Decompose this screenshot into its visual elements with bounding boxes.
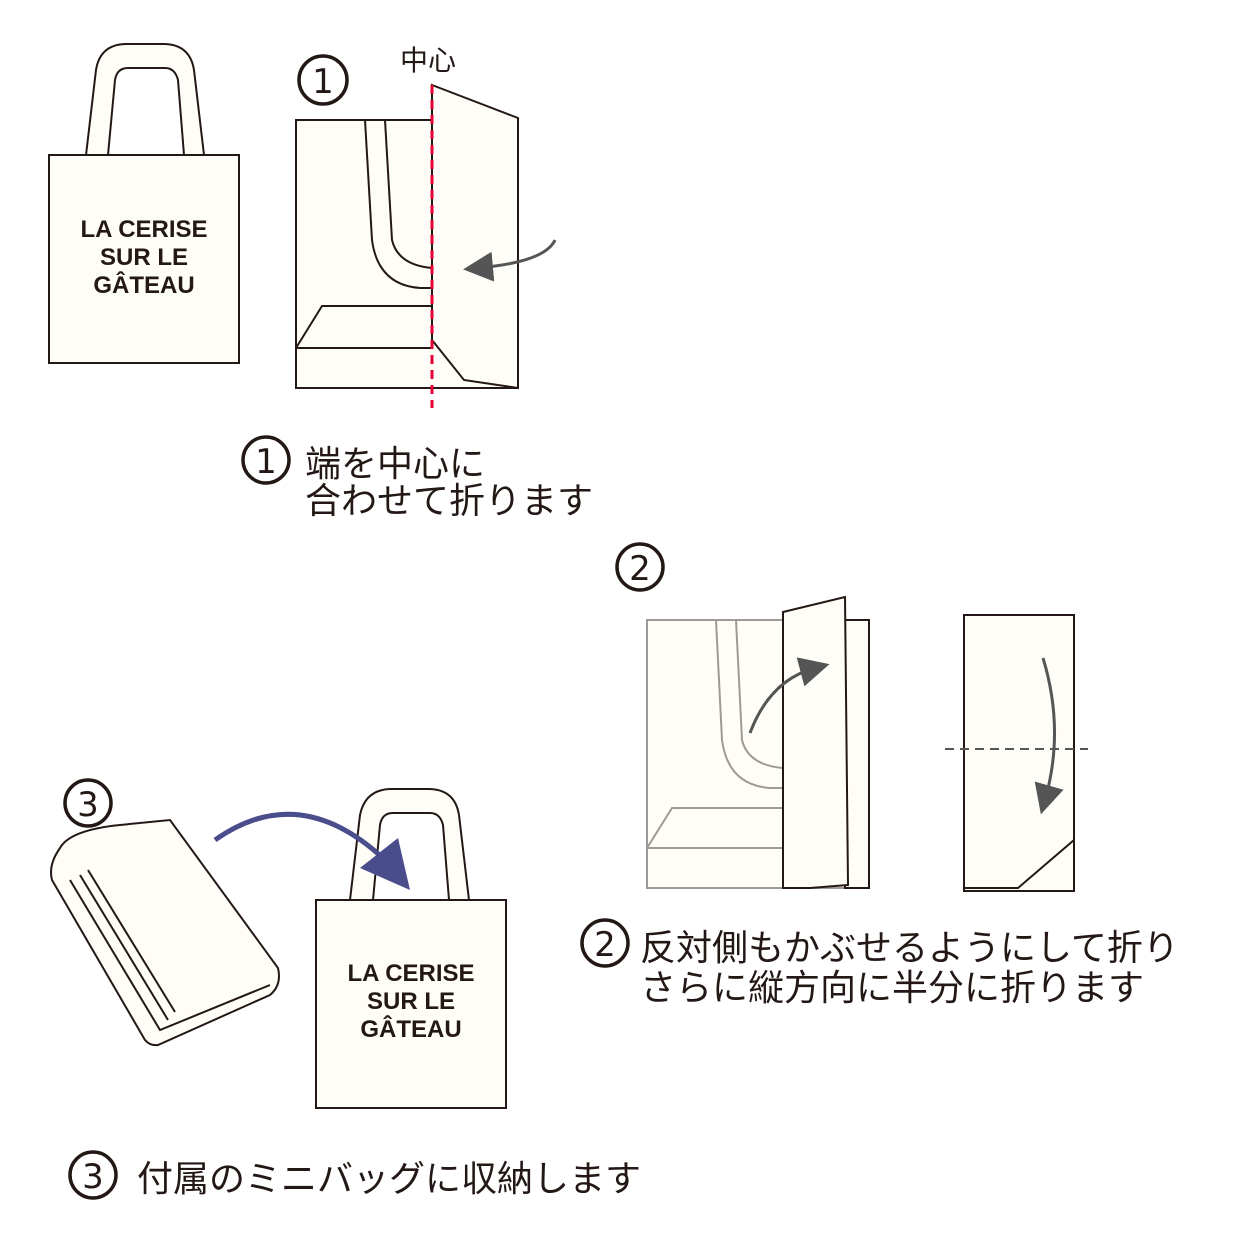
fold-down-arrow-icon xyxy=(1034,657,1064,815)
svg-text:1: 1 xyxy=(255,442,277,482)
logo-line-1: LA CERISE xyxy=(347,960,474,987)
logo-line-3: GÂTEAU xyxy=(360,1015,461,1043)
step-2-number: 2 xyxy=(629,549,651,589)
step-1-line-2: 合わせて折ります xyxy=(305,481,593,522)
step-3-figure: 3 LA CERISE SUR LE GÂTEAU xyxy=(50,778,507,1109)
logo-line-3: GÂTEAU xyxy=(93,271,194,299)
step-1-line-1: 端を中心に xyxy=(305,444,485,485)
center-label: 中心 xyxy=(400,44,456,77)
tote-bag-illustration: LA CERISE SUR LE GÂTEAU xyxy=(48,43,240,364)
step-3-line-1: 付属のミニバッグに収納します xyxy=(137,1159,641,1200)
fold-arrow-icon xyxy=(463,239,557,282)
step-2-figure: 2 xyxy=(615,542,1088,892)
logo-line-2: SUR LE xyxy=(367,988,455,1015)
fold-arrow-icon xyxy=(748,657,830,734)
step-1-caption: 1 端を中心に 合わせて折ります xyxy=(241,435,593,522)
step-2-line-1: 反対側もかぶせるようにして折り xyxy=(640,928,1179,969)
step-2-caption: 2 反対側もかぶせるようにして折り さらに縦方向に半分に折ります xyxy=(580,918,1179,1009)
logo-line-2: SUR LE xyxy=(100,244,188,271)
logo-line-1: LA CERISE xyxy=(80,216,207,243)
step-3-caption: 3 付属のミニバッグに収納します xyxy=(68,1150,641,1200)
step-3-number: 3 xyxy=(77,785,99,825)
step-1-number: 1 xyxy=(312,62,334,102)
svg-text:3: 3 xyxy=(82,1157,104,1197)
step-2-line-2: さらに縦方向に半分に折ります xyxy=(640,968,1144,1009)
insert-arrow-icon xyxy=(213,811,387,862)
svg-text:2: 2 xyxy=(594,925,616,965)
step-1-figure: 1 中心 xyxy=(295,44,557,408)
